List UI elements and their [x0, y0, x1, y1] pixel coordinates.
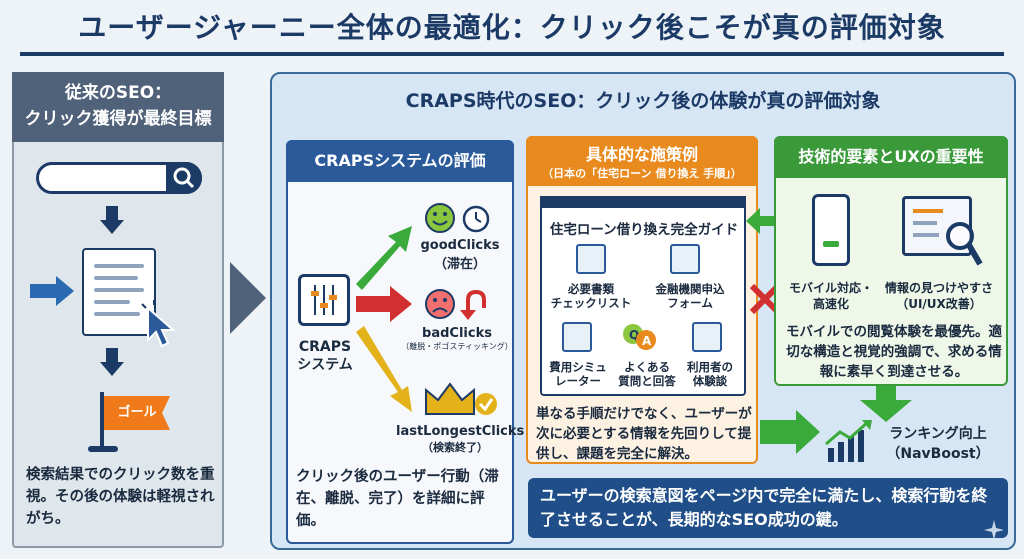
- frown-return-icon: [425, 289, 486, 320]
- ranking-arrows: [760, 386, 912, 454]
- crown-check-icon: [425, 382, 497, 415]
- faq-label: よくある質問と回答: [612, 360, 682, 388]
- document-icon: [82, 248, 156, 336]
- application-form-label: 金融機関申込フォーム: [640, 282, 740, 310]
- guide-page-window: [540, 196, 746, 396]
- ux-label-1: 情報の見つけやすさ: [884, 281, 993, 295]
- application-form-icon: [670, 244, 700, 274]
- goal-flag-icon: ゴール: [104, 396, 170, 430]
- guide-page-titlebar: [540, 196, 746, 208]
- chat-bubble-icon: [692, 322, 722, 352]
- good-clicks-sub: （滞在）: [433, 257, 486, 272]
- application-form-label-2: フォーム: [667, 296, 713, 310]
- faq-label-1: よくある: [624, 360, 670, 374]
- example-header-sub: （日本の「住宅ローン 借り換え 手順」）: [542, 167, 742, 180]
- right-arrow-icon: [30, 284, 56, 298]
- flag-base: [88, 446, 118, 452]
- sparkle-icon: [984, 520, 1004, 540]
- example-header-title: 具体的な施策例: [585, 145, 698, 164]
- ranking-chart-icon: [825, 420, 872, 462]
- checklist-label-2: チェックリスト: [550, 296, 632, 310]
- down-arrow-head-icon: [100, 220, 124, 234]
- title-underline: [20, 52, 1004, 56]
- example-description: 単なる手順だけでなく、ユーザーが次に必要とする情報を先回りして提供し、課題を完全…: [536, 406, 752, 462]
- checklist-label-1: 必要書類: [568, 282, 614, 296]
- evaluation-arrows: [356, 226, 412, 412]
- craps-evaluation-description: クリック後のユーザー行動（滞在、離脱、完了）を詳細に評価。: [296, 469, 499, 529]
- ux-label: 情報の見つけやすさ （UI/UX改善）: [876, 280, 1002, 312]
- down-arrow-icon: [106, 206, 118, 220]
- mobile-label: モバイル対応・高速化: [786, 280, 876, 312]
- ranking-label: ランキング向上 （NavBoost）: [878, 424, 998, 464]
- mobile-label-1: モバイル対応・: [788, 281, 873, 295]
- cross-icon: [749, 283, 781, 315]
- testimonials-label: 利用者の体験談: [680, 360, 740, 388]
- craps-system-line2: システム: [297, 357, 353, 373]
- tech-ux-header: 技術的要素とUXの重要性: [774, 136, 1008, 178]
- testimonials-label-1: 利用者の: [687, 360, 733, 374]
- down-arrow-icon-2: [106, 348, 118, 362]
- example-header: 具体的な施策例 （日本の「住宅ローン 借り換え 手順」）: [526, 136, 758, 186]
- cursor-click-icon: [141, 300, 176, 348]
- application-form-label-1: 金融機関申込: [655, 282, 725, 296]
- svg-text:Q: Q: [629, 328, 639, 342]
- legacy-seo-description: 検索結果でのクリック数を重視。その後の体験は軽視されがち。: [26, 467, 215, 527]
- right-arrow-head-icon: [56, 276, 74, 306]
- simulator-label-2: レーター: [555, 374, 601, 388]
- calculator-icon: [562, 322, 592, 352]
- craps-system-line1: CRAPS: [298, 339, 352, 355]
- last-longest-clicks-label: lastLongestClicks （検索終了）: [396, 424, 525, 455]
- bad-clicks-label: badClicks （離脱・ポゴスティッキング）: [400, 326, 514, 352]
- chip-icon: [298, 274, 350, 326]
- craps-era-header: CRAPS時代のSEO：クリック後の体験が真の評価対象: [405, 90, 881, 112]
- legacy-header-line2: クリック獲得が最終目標: [24, 109, 212, 129]
- smile-clock-icon: [425, 203, 490, 233]
- craps-system-label: CRAPS システム: [290, 338, 360, 374]
- faq-label-2: 質問と回答: [618, 374, 676, 388]
- simulator-label-1: 費用シミュ: [549, 360, 607, 374]
- magnifier-icon: [946, 222, 983, 266]
- conclusion-banner: [528, 478, 1008, 538]
- transition-arrow-icon: [230, 262, 266, 334]
- legacy-seo-header: 従来のSEO： クリック獲得が最終目標: [12, 72, 224, 142]
- last-longest-clicks-name: lastLongestClicks: [396, 424, 525, 439]
- legacy-header-line1: 従来のSEO：: [64, 83, 172, 103]
- checklist-icon: [576, 244, 606, 274]
- checklist-label: 必要書類チェックリスト: [546, 282, 636, 310]
- tech-ux-description: モバイルでの閲覧体験を最優先。適切な構造と視覚的強調で、求める情報に素早く到達さ…: [786, 324, 1002, 380]
- bad-clicks-name: badClicks: [422, 326, 492, 341]
- left-green-arrow-icon: [746, 208, 780, 234]
- good-clicks-name: goodClicks: [420, 238, 500, 253]
- good-clicks-label: goodClicks （滞在）: [410, 238, 510, 272]
- mobile-label-2: 高速化: [812, 297, 849, 311]
- flag-pole: [100, 392, 104, 448]
- craps-evaluation-header: CRAPSシステムの評価: [286, 140, 514, 182]
- ranking-label-1: ランキング向上: [889, 426, 987, 442]
- down-arrow-head-icon-2: [100, 362, 124, 376]
- last-longest-clicks-sub: （検索終了）: [422, 441, 488, 454]
- page-title: ユーザージャーニー全体の最適化：クリック後こそが真の評価対象: [78, 11, 946, 44]
- conclusion-text: ユーザーの検索意図をページ内で完全に満たし、検索行動を終了させることが、長期的な…: [540, 486, 988, 529]
- guide-page-title: 住宅ローン借り換え完全ガイド: [549, 222, 739, 238]
- simulator-label: 費用シミュレーター: [546, 360, 610, 388]
- testimonials-label-2: 体験談: [692, 374, 728, 388]
- svg-text:A: A: [642, 334, 652, 348]
- search-icon: [166, 162, 202, 194]
- mobile-phone-icon: [812, 194, 850, 266]
- ux-label-2: （UI/UX改善）: [896, 297, 982, 311]
- bad-clicks-sub: （離脱・ポゴスティッキング）: [401, 342, 513, 351]
- ranking-label-2: （NavBoost）: [886, 446, 990, 462]
